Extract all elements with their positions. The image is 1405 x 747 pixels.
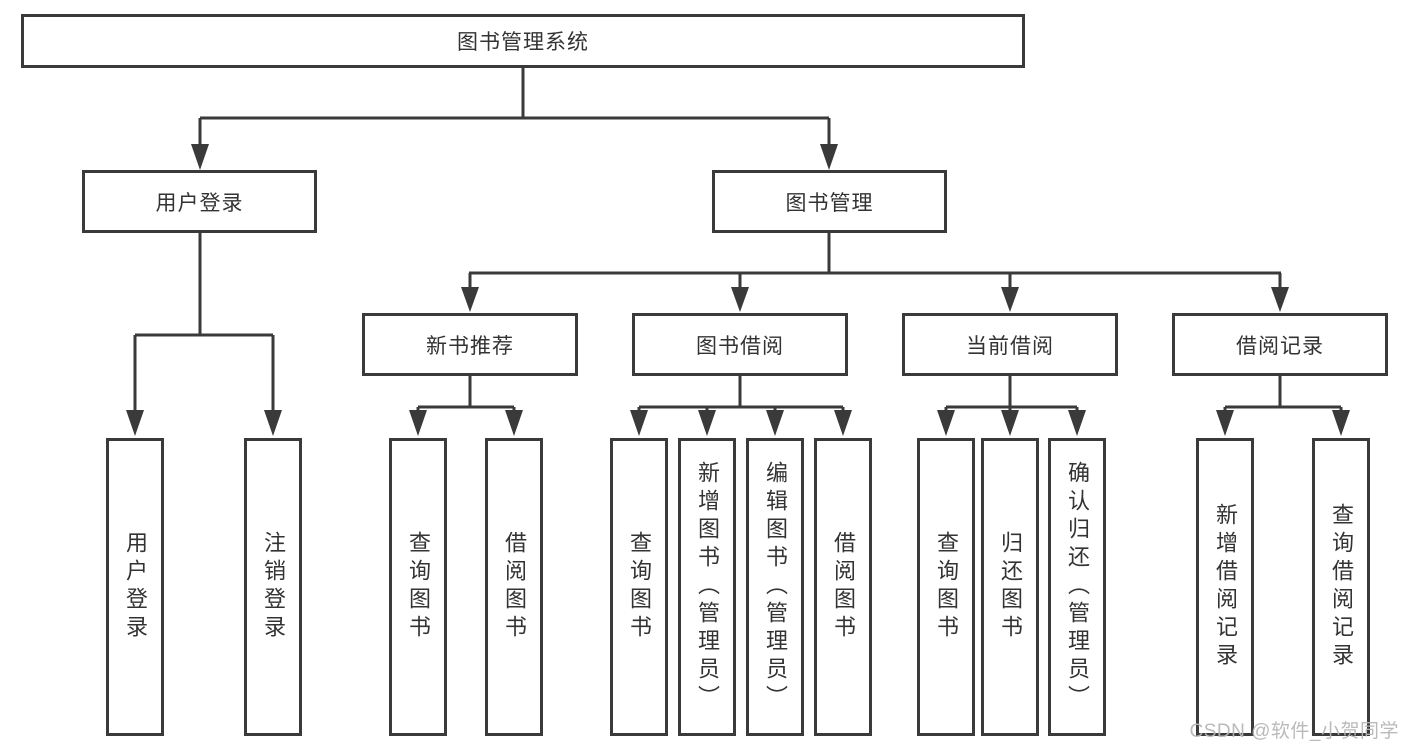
node-book-management: 图书管理 [712,170,947,233]
node-borrow-records: 借阅记录 [1172,313,1388,376]
leaf-add-borrow-record: 新增借阅记录 [1196,438,1254,736]
leaf-return-book: 归还图书 [981,438,1039,736]
leaf-edit-book-admin: 编辑图书（管理员） [746,438,804,736]
node-new-book-recommend: 新书推荐 [362,313,578,376]
connector-root-to-level1 [191,68,838,170]
leaf-query-books-borrow: 查询图书 [610,438,668,736]
connector-book-borrow-to-leaves [630,376,852,436]
leaf-confirm-return-admin: 确认归还（管理员） [1048,438,1106,736]
node-root-library-system: 图书管理系统 [21,14,1025,68]
leaf-borrow-books-recommend: 借阅图书 [485,438,543,736]
connector-book-management-to-level2 [461,233,1289,312]
connector-user-login-to-leaves [126,233,282,436]
node-user-login: 用户登录 [82,170,317,233]
leaf-user-login: 用户登录 [106,438,164,736]
node-book-borrow: 图书借阅 [632,313,848,376]
node-current-borrow: 当前借阅 [902,313,1118,376]
leaf-borrow-books: 借阅图书 [814,438,872,736]
leaf-query-borrow-record: 查询借阅记录 [1312,438,1370,736]
leaf-logout: 注销登录 [244,438,302,736]
watermark-text: CSDN @软件_小贺同学 [1189,721,1399,742]
connector-current-borrow-to-leaves [937,376,1086,436]
leaf-query-books-recommend: 查询图书 [389,438,447,736]
leaf-query-books-current: 查询图书 [917,438,975,736]
connector-borrow-records-to-leaves [1216,376,1350,436]
connector-new-book-recommend-to-leaves [409,376,523,436]
leaf-add-book-admin: 新增图书（管理员） [678,438,736,736]
